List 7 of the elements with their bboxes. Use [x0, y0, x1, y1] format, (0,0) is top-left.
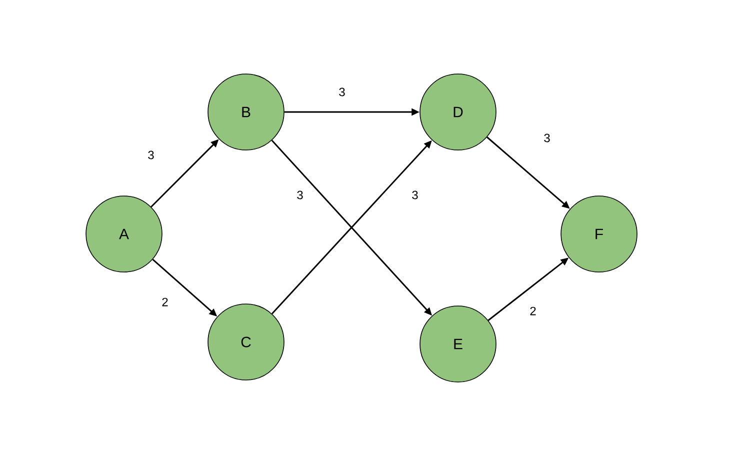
edge-label: 3 — [410, 190, 420, 200]
edge-label: 3 — [542, 132, 552, 144]
edge-label: 2 — [160, 296, 170, 308]
edge-label: 2 — [528, 306, 538, 316]
edge-label: 3 — [338, 86, 346, 98]
edge-label: 3 — [296, 190, 304, 200]
edge-label: 3 — [146, 150, 156, 160]
